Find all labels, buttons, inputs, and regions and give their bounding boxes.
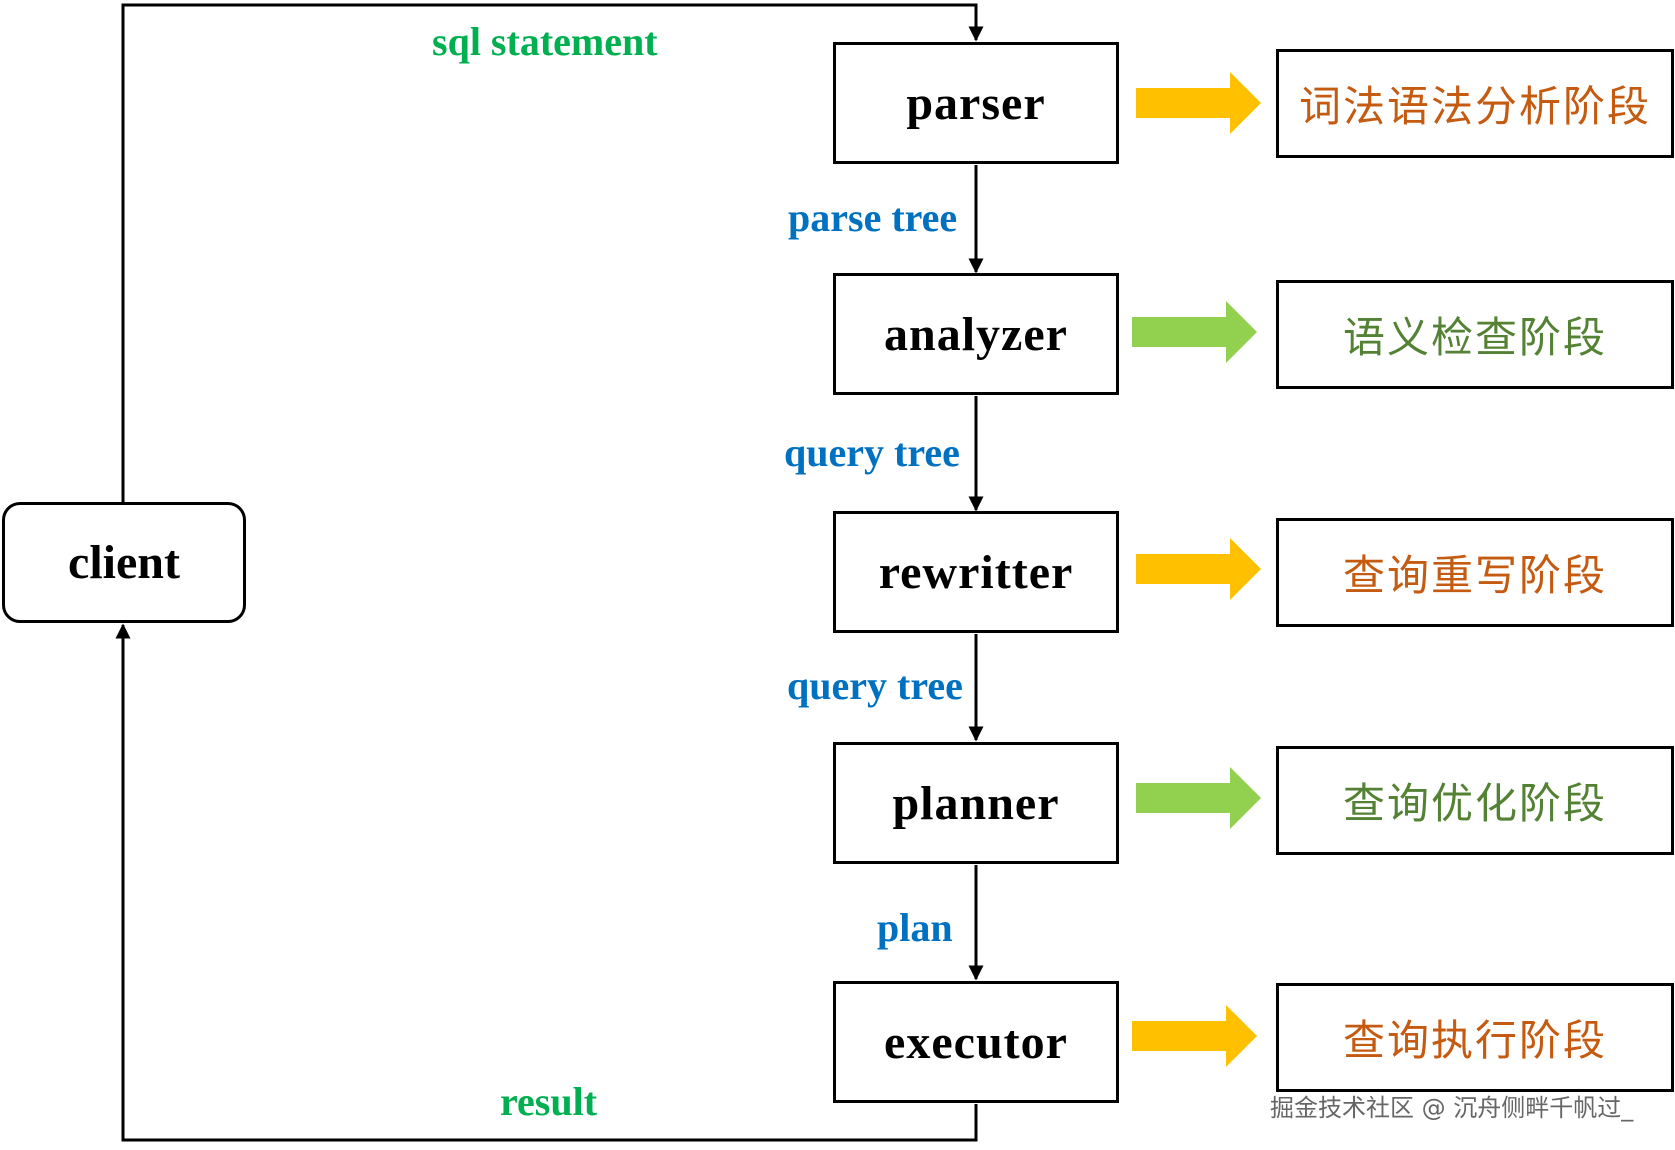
executor-phase-arrow bbox=[1132, 1005, 1257, 1067]
result-line bbox=[115, 623, 978, 1142]
phase-label-semantic-check: 语义检查阶段 bbox=[1342, 313, 1607, 362]
sql-statement-label: sql statement bbox=[432, 19, 658, 64]
planner-phase-arrow bbox=[1136, 767, 1261, 829]
rewritter-phase-arrow bbox=[1136, 538, 1261, 600]
result-label: result bbox=[500, 1079, 598, 1124]
client-box: client bbox=[2, 502, 246, 623]
phase-label-query-execute: 查询执行阶段 bbox=[1342, 1016, 1607, 1065]
phase-label-lexical-syntax: 词法语法分析阶段 bbox=[1298, 82, 1651, 131]
phase-label-query-rewrite: 查询重写阶段 bbox=[1342, 551, 1607, 600]
phase-box-semantic-check: 语义检查阶段 bbox=[1276, 280, 1674, 389]
parser-phase-arrow bbox=[1136, 72, 1261, 134]
rewritter-label: rewritter bbox=[878, 545, 1074, 599]
query-tree-label-1: query tree bbox=[784, 430, 960, 475]
query-tree-label-2: query tree bbox=[787, 663, 963, 708]
analyzer-box: analyzer bbox=[833, 273, 1119, 395]
phase-box-query-optimize: 查询优化阶段 bbox=[1276, 746, 1674, 855]
planner-label: planner bbox=[892, 776, 1060, 830]
parse-tree-label: parse tree bbox=[788, 195, 958, 240]
client-label: client bbox=[68, 536, 180, 589]
parser-box: parser bbox=[833, 42, 1119, 164]
analyzer-phase-arrow bbox=[1132, 301, 1257, 363]
parser-label: parser bbox=[906, 76, 1046, 130]
analyzer-label: analyzer bbox=[884, 307, 1068, 361]
phase-box-query-rewrite: 查询重写阶段 bbox=[1276, 518, 1674, 627]
phase-label-query-optimize: 查询优化阶段 bbox=[1342, 779, 1607, 828]
sql-statement-line bbox=[121, 3, 984, 502]
rewritter-box: rewritter bbox=[833, 511, 1119, 633]
planner-box: planner bbox=[833, 742, 1119, 864]
phase-box-query-execute: 查询执行阶段 bbox=[1276, 983, 1674, 1092]
executor-box: executor bbox=[833, 981, 1119, 1103]
phase-box-lexical-syntax: 词法语法分析阶段 bbox=[1276, 49, 1674, 158]
plan-label: plan bbox=[877, 905, 953, 950]
executor-label: executor bbox=[884, 1015, 1068, 1069]
watermark: 掘金技术社区 @ 沉舟侧畔千帆过_ bbox=[1270, 1094, 1634, 1122]
